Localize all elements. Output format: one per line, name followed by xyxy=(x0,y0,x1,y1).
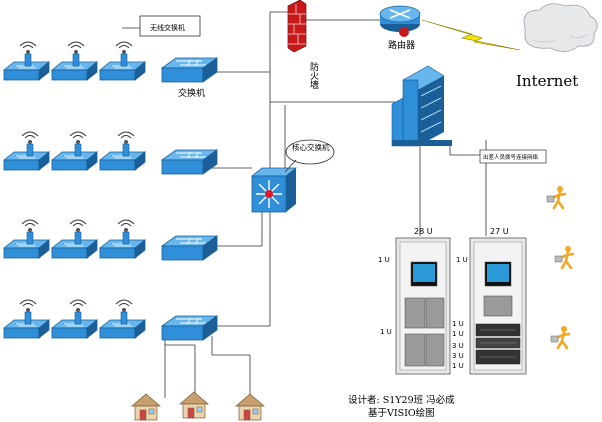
core-switch-label: 核心交换机 xyxy=(292,142,330,152)
branch-house-icon-1 xyxy=(131,393,161,421)
firewall-icon xyxy=(287,0,307,53)
access-switch-4 xyxy=(161,315,218,341)
access-point-row-4 xyxy=(3,299,146,339)
mobile-access-label: 出差人员拨号连接网络 xyxy=(483,153,539,161)
designer-credit: 设计者: S1Y29班 冯必成 xyxy=(348,394,455,406)
internet-label: Internet xyxy=(516,72,578,90)
wireless-switch-callout: 无线交换机 xyxy=(139,15,201,37)
rack-right-3u-b: 3 U xyxy=(452,352,464,360)
router-label: 路由器 xyxy=(388,39,415,51)
branch-house-icon-2 xyxy=(179,391,209,419)
access-point-row-1 xyxy=(3,41,146,81)
access-switch-1 xyxy=(161,57,218,83)
core-switch-icon xyxy=(250,167,298,213)
rack-left-1u-top: 1 U xyxy=(378,256,390,264)
rack-left-units: 28 U xyxy=(414,227,433,236)
wan-link-bolt xyxy=(421,19,521,51)
mobile-user-icon-2 xyxy=(553,244,575,270)
rack-right-units: 27 U xyxy=(490,227,509,236)
server-rack-right xyxy=(469,237,527,375)
mobile-access-callout xyxy=(479,149,547,164)
mobile-user-icon-1 xyxy=(545,184,567,210)
mobile-user-icon-3 xyxy=(549,324,571,350)
server-building-icon xyxy=(391,65,452,147)
switch-label: 交换机 xyxy=(178,87,205,99)
firewall-label: 防火墙 xyxy=(308,61,319,90)
wireless-switch-label: 无线交换机 xyxy=(150,23,185,32)
internet-cloud-icon xyxy=(523,3,598,52)
server-rack-left xyxy=(395,237,451,375)
branch-house-icon-3 xyxy=(235,393,265,421)
access-point-row-2 xyxy=(3,131,146,171)
router-icon xyxy=(379,5,421,37)
rack-right-3u-a: 3 U xyxy=(452,342,464,350)
rack-right-1u-c: 1 U xyxy=(452,362,464,370)
visio-credit: 基于VISIO绘图 xyxy=(368,407,435,419)
rack-right-1u-b: 1 U xyxy=(452,330,464,338)
connection-lines xyxy=(122,11,487,398)
rack-right-1u-a: 1 U xyxy=(452,320,464,328)
rack-left-1u-mid: 1 U xyxy=(380,328,392,336)
access-switch-3 xyxy=(161,235,218,261)
access-point-row-3 xyxy=(3,219,146,259)
core-switch-callout xyxy=(285,139,335,165)
rack-right-1u-top: 1 U xyxy=(456,256,468,264)
access-switch-2 xyxy=(161,149,218,175)
